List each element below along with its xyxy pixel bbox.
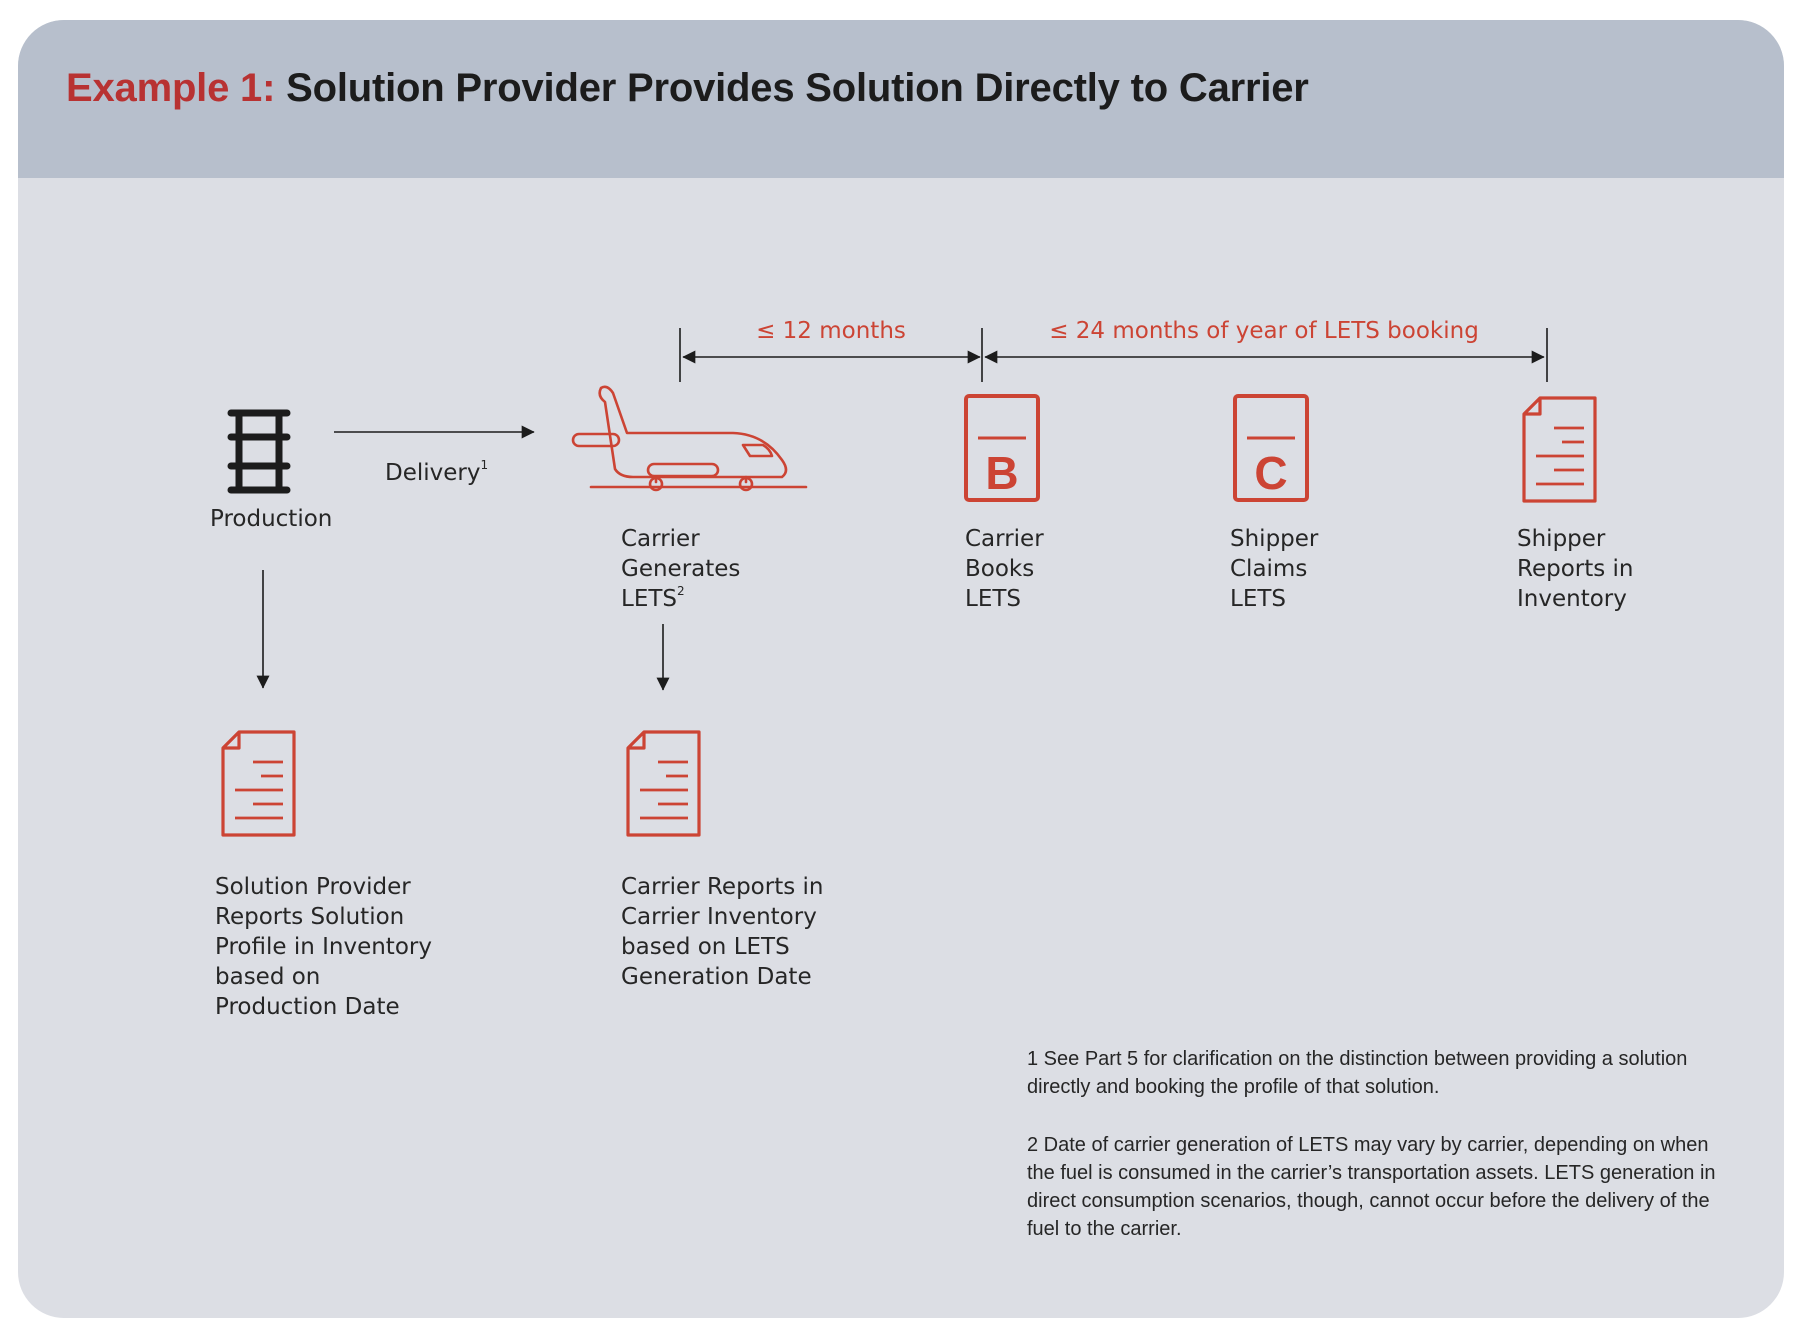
label-line: Reports Solution	[215, 904, 405, 930]
fuel-barrel-icon	[227, 409, 291, 494]
label-line: Solution Provider	[215, 874, 411, 900]
label-line: Profile in Inventory	[215, 934, 432, 960]
label-line: based on LETS	[621, 934, 790, 960]
delivery-footnote-ref: 1	[480, 458, 489, 472]
production-label: Production	[210, 506, 333, 532]
header-band: Example 1: Solution Provider Provides So…	[18, 20, 1784, 178]
shipper-claims-label: Shipper Claims LETS	[1230, 524, 1318, 614]
title-text: Solution Provider Provides Solution Dire…	[286, 66, 1309, 110]
shipper-report-document-icon	[1522, 396, 1597, 503]
solution-provider-report-icon	[221, 730, 296, 837]
label-line: LETS2	[621, 584, 740, 614]
label-line: Carrier	[621, 526, 700, 552]
lets-text: LETS	[621, 586, 677, 612]
carrier-books-label: Carrier Books LETS	[965, 524, 1044, 614]
span-12-months-label: ≤ 12 months	[756, 318, 906, 344]
shipper-reports-label: Shipper Reports in Inventory	[1517, 524, 1634, 614]
delivery-label: Delivery1	[385, 458, 488, 488]
label-line: Carrier Reports in	[621, 874, 824, 900]
label-line: Shipper	[1230, 526, 1319, 552]
airplane-icon	[571, 385, 808, 492]
label-line: LETS	[1230, 586, 1286, 612]
booking-letter: B	[985, 447, 1018, 499]
label-line: Reports in	[1517, 556, 1634, 582]
claim-letter: C	[1254, 447, 1287, 499]
footnote-1: 1 See Part 5 for clarification on the di…	[1027, 1048, 1688, 1098]
carrier-generates-label: Carrier Generates LETS2	[621, 524, 740, 614]
booking-document-icon: B	[964, 394, 1040, 502]
carrier-reports-label: Carrier Reports in Carrier Inventory bas…	[621, 872, 823, 992]
timeline	[679, 328, 1548, 382]
claim-document-icon: C	[1233, 394, 1309, 502]
label-line: based on	[215, 964, 321, 990]
label-line: Shipper	[1517, 526, 1606, 552]
label-line: Generates	[621, 556, 741, 582]
label-line: Production Date	[215, 994, 400, 1020]
solution-provider-reports-label: Solution Provider Reports Solution Profi…	[215, 872, 432, 1022]
label-line: Generation Date	[621, 964, 812, 990]
page-title: Example 1: Solution Provider Provides So…	[66, 66, 1309, 111]
span-24-months-label: ≤ 24 months of year of LETS booking	[1049, 318, 1479, 344]
title-prefix: Example 1:	[66, 66, 276, 110]
generation-footnote-ref: 2	[677, 584, 685, 598]
label-line: Inventory	[1517, 586, 1627, 612]
diagram-card: Example 1: Solution Provider Provides So…	[18, 20, 1784, 1318]
label-line: LETS	[965, 586, 1021, 612]
delivery-text: Delivery	[385, 460, 481, 486]
label-line: Carrier	[965, 526, 1044, 552]
label-line: Claims	[1230, 556, 1308, 582]
label-line: Carrier Inventory	[621, 904, 817, 930]
footnote-2: 2 Date of carrier generation of LETS may…	[1027, 1134, 1716, 1240]
flow-diagram: B C	[221, 328, 1597, 837]
carrier-report-icon	[626, 730, 701, 837]
label-line: Books	[965, 556, 1035, 582]
